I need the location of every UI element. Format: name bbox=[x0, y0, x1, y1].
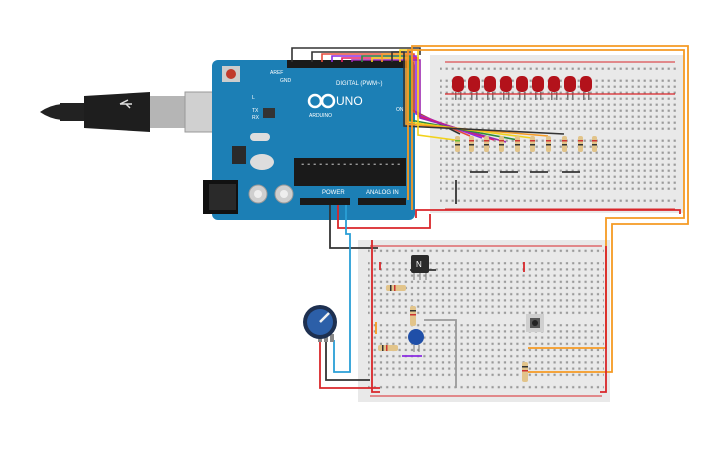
lower-breadboard[interactable] bbox=[358, 240, 610, 402]
power-header[interactable] bbox=[300, 198, 350, 205]
led-icon[interactable] bbox=[532, 76, 544, 100]
resistor-icon bbox=[484, 136, 489, 152]
header-wires[interactable] bbox=[291, 47, 565, 143]
transistor-icon[interactable]: N bbox=[411, 255, 429, 280]
resistor-icon[interactable] bbox=[410, 306, 416, 326]
board-model: UNO bbox=[336, 94, 363, 108]
led-resistors[interactable] bbox=[455, 136, 597, 152]
power-label: POWER bbox=[322, 190, 345, 196]
rx-label: RX bbox=[252, 115, 260, 121]
usb-plug-icon[interactable] bbox=[40, 91, 216, 133]
resistor-icon[interactable] bbox=[522, 362, 528, 382]
arduino-uno-board[interactable]: UNO ARDUINO DIGITAL (PWM~) ON TX RX L PO… bbox=[203, 60, 415, 220]
led-icon[interactable] bbox=[516, 76, 528, 100]
board-brand: ARDUINO bbox=[309, 113, 332, 119]
analog-label: ANALOG IN bbox=[366, 190, 399, 196]
resistor-icon bbox=[578, 136, 583, 152]
resistor-icon bbox=[546, 136, 551, 152]
resistor-icon[interactable] bbox=[386, 285, 406, 291]
resistor-icon bbox=[530, 136, 535, 152]
digital-label: DIGITAL (PWM~) bbox=[336, 81, 383, 87]
resistor-icon bbox=[455, 136, 460, 152]
on-label: ON bbox=[396, 107, 404, 113]
led-icon[interactable] bbox=[500, 76, 512, 100]
digital-header[interactable] bbox=[287, 60, 409, 68]
led-icon[interactable] bbox=[452, 76, 464, 100]
led-icon[interactable] bbox=[484, 76, 496, 100]
potentiometer-icon[interactable] bbox=[303, 305, 337, 342]
led-row[interactable] bbox=[445, 76, 675, 100]
resistor-icon bbox=[562, 136, 567, 152]
resistor-icon bbox=[592, 136, 597, 152]
pushbutton-icon[interactable] bbox=[526, 314, 544, 332]
analog-header[interactable] bbox=[358, 198, 406, 205]
led-icon[interactable] bbox=[468, 76, 480, 100]
arduino-logo-icon bbox=[307, 93, 336, 109]
gnd-label: GND bbox=[280, 78, 292, 84]
capacitor-icon[interactable] bbox=[408, 329, 424, 352]
ground-jumpers[interactable] bbox=[455, 171, 580, 204]
led-icon[interactable] bbox=[548, 76, 560, 100]
resistor-icon bbox=[499, 136, 504, 152]
tx-label: TX bbox=[252, 108, 259, 114]
resistor-icon bbox=[469, 136, 474, 152]
resistor-icon bbox=[515, 136, 520, 152]
resistor-icon[interactable] bbox=[378, 345, 398, 351]
led-icon[interactable] bbox=[564, 76, 576, 100]
transistor-label: N bbox=[416, 260, 422, 269]
aref-label: AREF bbox=[270, 70, 283, 76]
power-wires[interactable] bbox=[319, 45, 689, 393]
l-label: L bbox=[252, 95, 255, 101]
reset-button-icon[interactable] bbox=[226, 69, 236, 79]
led-icon[interactable] bbox=[580, 76, 592, 100]
